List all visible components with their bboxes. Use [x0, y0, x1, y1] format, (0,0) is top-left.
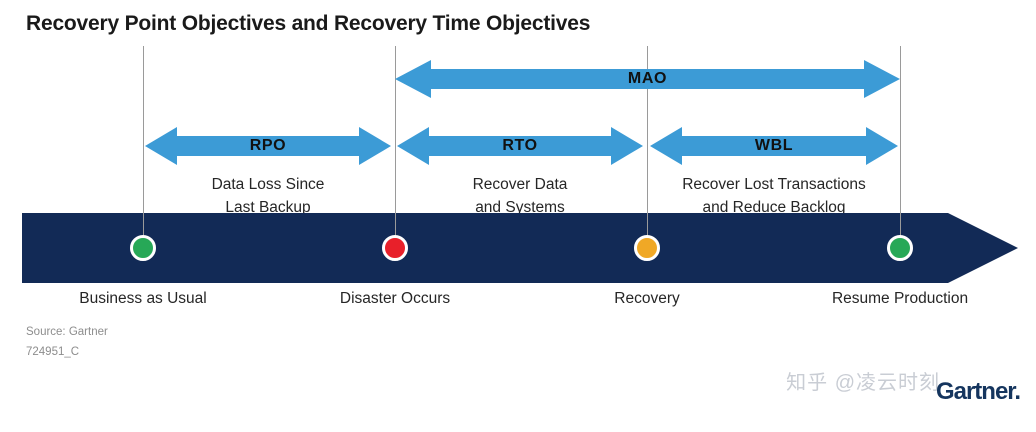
double-headed-arrow-icon	[397, 127, 643, 165]
wbl-arrow: WBL	[650, 127, 898, 165]
gridline-recovery	[647, 46, 648, 236]
milestone-label-resume-production: Resume Production	[831, 290, 969, 307]
milestone-label-disaster-occurs: Disaster Occurs	[339, 290, 451, 307]
wbl-arrow-label: WBL	[754, 137, 794, 154]
rpo-arrow: RPO	[145, 127, 391, 165]
stub-business-as-usual	[143, 213, 144, 239]
source-block: Source: Gartner 724951_C	[26, 322, 108, 362]
wbl-caption: Recover Lost Transactions and Reduce Bac…	[650, 173, 898, 219]
double-headed-arrow-icon	[395, 60, 900, 98]
rto-caption: Recover Data and Systems	[400, 173, 640, 219]
stub-disaster-occurs	[395, 213, 396, 239]
mao-arrow: MAO	[395, 60, 900, 98]
milestone-dot-business-as-usual[interactable]	[130, 235, 156, 261]
rpo-caption: Data Loss Since Last Backup	[148, 173, 388, 219]
stub-recovery	[647, 213, 648, 239]
document-id: 724951_C	[26, 346, 80, 358]
source-text: Source: Gartner	[26, 326, 108, 338]
rto-arrow-label: RTO	[502, 137, 538, 154]
gridline-business-as-usual	[143, 46, 144, 236]
gartner-logo: Gartner.	[935, 378, 1021, 405]
double-headed-arrow-icon	[650, 127, 898, 165]
mao-arrow-label: MAO	[627, 70, 668, 87]
watermark-text: 知乎 @凌云时刻	[786, 372, 940, 394]
milestone-dot-disaster-occurs[interactable]	[382, 235, 408, 261]
rpo-arrow-label: RPO	[249, 137, 287, 154]
rto-caption-line2: and Systems	[475, 199, 565, 216]
double-headed-arrow-icon	[145, 127, 391, 165]
rpo-caption-line2: Last Backup	[225, 199, 311, 216]
milestone-dot-recovery[interactable]	[634, 235, 660, 261]
gridline-disaster-occurs	[395, 46, 396, 236]
rto-arrow: RTO	[397, 127, 643, 165]
timeline-bar	[22, 213, 1018, 283]
right-arrow-timeline-icon	[22, 213, 1018, 283]
rto-caption-line1: Recover Data	[472, 176, 568, 193]
milestone-label-recovery: Recovery	[614, 290, 680, 307]
milestone-dot-resume-production[interactable]	[887, 235, 913, 261]
rpo-caption-line1: Data Loss Since	[211, 176, 325, 193]
stub-resume-production	[900, 213, 901, 239]
wbl-caption-line2: and Reduce Backlog	[702, 199, 846, 216]
milestone-label-business-as-usual: Business as Usual	[79, 290, 207, 307]
page-title: Recovery Point Objectives and Recovery T…	[26, 12, 591, 35]
wbl-caption-line1: Recover Lost Transactions	[682, 176, 866, 193]
gridline-resume-production	[900, 46, 901, 236]
